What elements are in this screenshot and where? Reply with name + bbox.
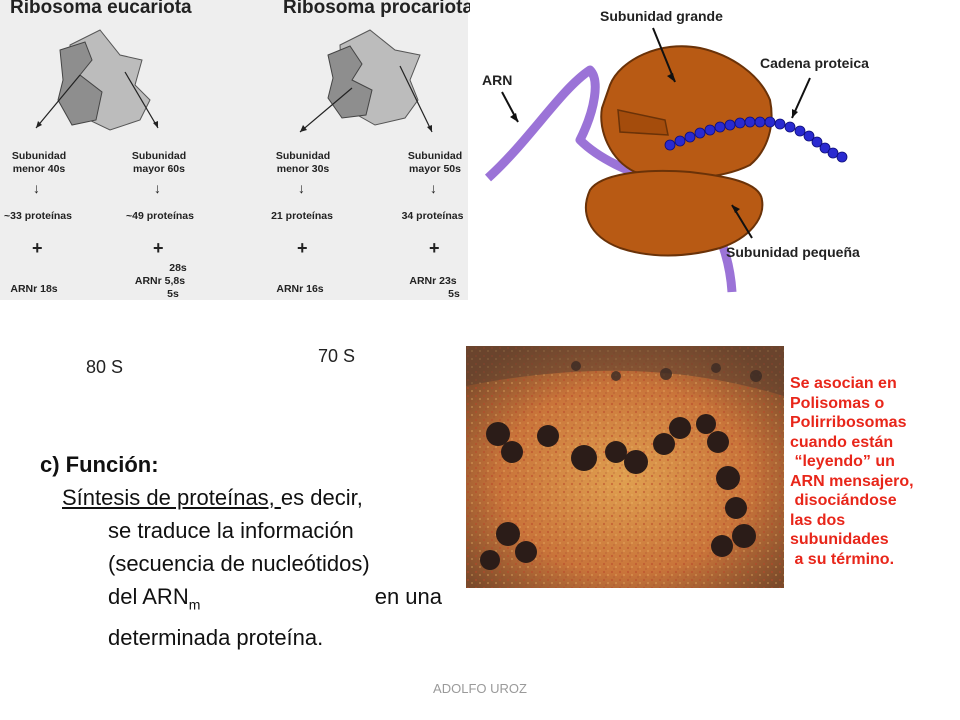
label-large-subunit: Subunidad grande bbox=[600, 8, 723, 24]
ribosome-types-diagram: Ribosoma eucariota Ribosoma procariota S… bbox=[0, 0, 473, 300]
plus-sign: + bbox=[297, 238, 308, 258]
eucariota-menor-proteins: ~33 proteínas bbox=[4, 210, 72, 222]
eucariota-menor-rna: ARNr 18s bbox=[10, 283, 58, 295]
underlined-phrase: Síntesis de proteínas, bbox=[62, 485, 281, 510]
ribosome-3d-illustration: Subunidad grande ARN Cadena proteica Sub… bbox=[470, 0, 890, 300]
label-rna: ARN bbox=[482, 72, 513, 88]
sedimentation-procariota: 70 S bbox=[318, 346, 356, 366]
plus-sign: + bbox=[429, 238, 440, 258]
procariota-title: Ribosoma procariota bbox=[283, 0, 474, 18]
large-subunit-shape bbox=[600, 45, 773, 180]
procariota-menor-proteins: 21 proteínas bbox=[271, 210, 333, 222]
arrow-down-icon: ↓ bbox=[154, 180, 161, 196]
polysome-note: Se asocian en Polisomas o Polirribosomas… bbox=[790, 375, 914, 568]
label-protein-chain: Cadena proteica bbox=[760, 55, 869, 71]
background-dots bbox=[571, 361, 762, 382]
plus-sign: + bbox=[32, 238, 43, 258]
arrow-down-icon: ↓ bbox=[298, 180, 305, 196]
protein-chain-beads bbox=[664, 116, 848, 163]
plus-sign: + bbox=[153, 238, 164, 258]
function-heading: c) Función: bbox=[40, 452, 159, 477]
eucariota-mayor-rna-5s: 5s bbox=[167, 288, 179, 300]
sedimentation-eucariota: 80 S bbox=[86, 357, 124, 377]
polysome-micrograph bbox=[466, 346, 784, 588]
procariota-menor-rna: ARNr 16s bbox=[276, 283, 324, 295]
label-small-subunit: Subunidad pequeña bbox=[726, 244, 860, 260]
small-subunit-shape bbox=[585, 169, 764, 257]
procariota-small-subunit-shape bbox=[327, 45, 373, 119]
arrow-down-icon: ↓ bbox=[430, 180, 437, 196]
eucariota-title: Ribosoma eucariota bbox=[10, 0, 192, 18]
eucariota-mayor-proteins: ~49 proteínas bbox=[126, 210, 194, 222]
function-description: Síntesis de proteínas, es decir, se trad… bbox=[62, 485, 442, 651]
procariota-mayor-proteins: 34 proteínas bbox=[401, 210, 464, 222]
procariota-mayor-rna: ARNr 23s bbox=[409, 275, 457, 287]
polysome-micrograph-image bbox=[466, 346, 784, 588]
ribosome-shapes bbox=[35, 29, 433, 133]
eucariota-small-subunit-shape bbox=[57, 41, 103, 126]
eucariota-mayor-rna: ARNr 5,8s bbox=[134, 275, 186, 287]
arrow-down-icon: ↓ bbox=[33, 180, 40, 196]
procariota-mayor-rna-5s: 5s bbox=[448, 288, 460, 300]
footer-author: ADOLFO UROZ bbox=[433, 681, 527, 696]
ribosome-dots bbox=[480, 414, 756, 570]
ribosome-3d-shapes bbox=[484, 27, 848, 293]
eucariota-mayor-rna-28s: 28s bbox=[169, 262, 187, 274]
